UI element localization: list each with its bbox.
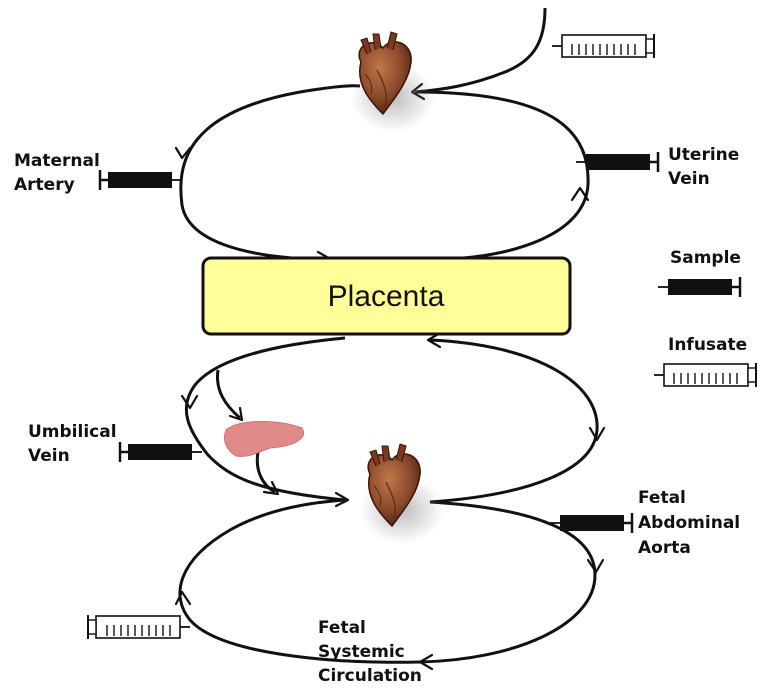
maternal-heart-icon <box>351 32 435 132</box>
fetal-systemic-circulation-label: Fetal Systemic Circulation <box>318 618 422 686</box>
placenta-label: Placenta <box>328 280 445 313</box>
maternal-infusate-syringe-icon <box>552 34 654 58</box>
legend-sample-label: Sample <box>670 248 741 268</box>
fetal-abdominal-aorta-catheter-icon <box>550 513 632 533</box>
umbilical-vein-catheter-icon <box>120 442 202 462</box>
liver-organ-icon <box>224 422 303 457</box>
fetal-abdominal-aorta-label: Fetal Abdominal Aorta <box>638 488 746 558</box>
fetal-infusate-syringe-icon <box>88 615 190 639</box>
legend-infusate-syringe-icon <box>654 363 756 387</box>
legend-sample-catheter-icon <box>658 277 740 297</box>
legend-infusate-label: Infusate <box>668 335 747 355</box>
fetal-heart-icon <box>360 444 444 544</box>
maternal-artery-label: Maternal Artery <box>14 151 106 195</box>
uterine-vein-label: Uterine Vein <box>668 145 745 189</box>
uterine-vein-catheter-icon <box>576 152 658 172</box>
umbilical-vein-label: Umbilical Vein <box>28 422 122 466</box>
maternal-artery-catheter-icon <box>100 170 182 190</box>
maternal-infusion-line <box>415 8 545 92</box>
placenta-box: Placenta <box>203 258 570 334</box>
